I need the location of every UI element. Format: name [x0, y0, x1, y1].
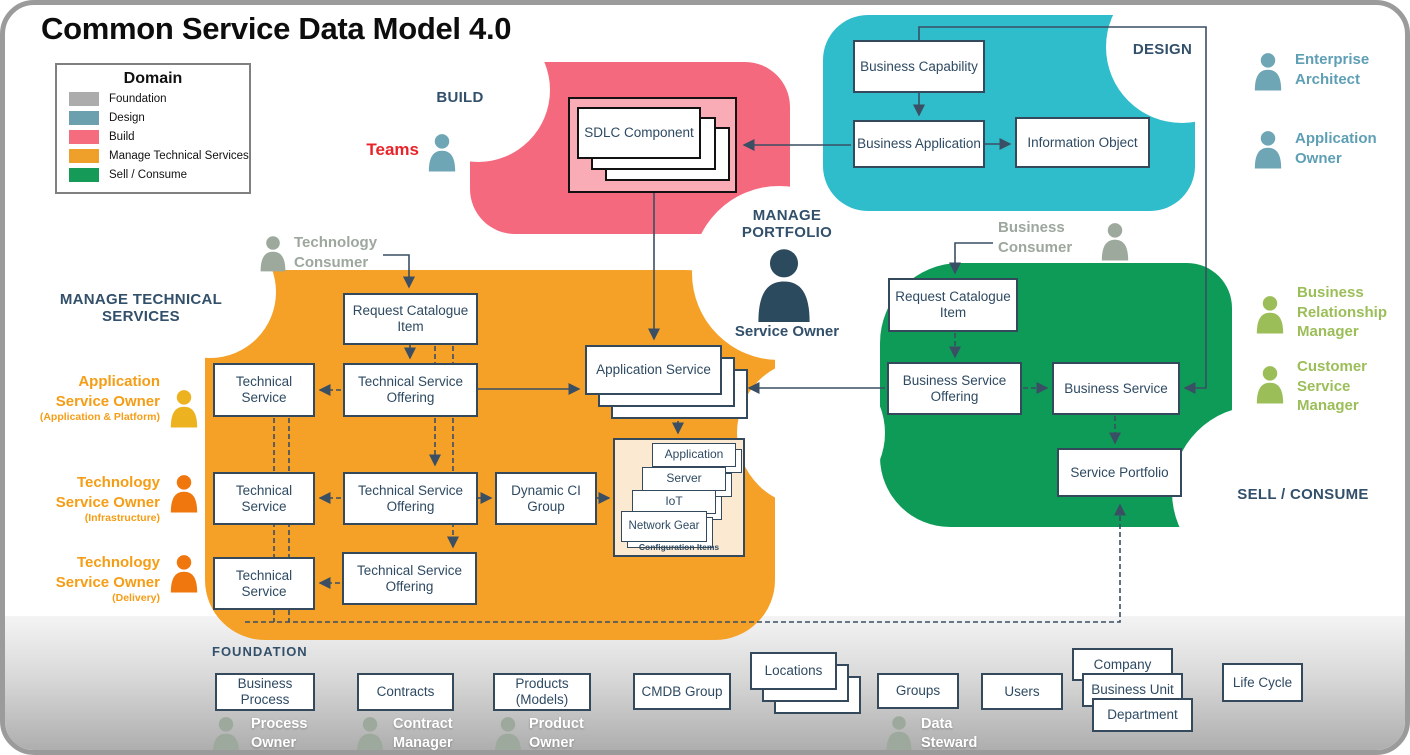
node-department: Department	[1092, 698, 1193, 732]
node-ci-application: Application	[652, 443, 736, 467]
label-manage-portfolio: MANAGE PORTFOLIO	[741, 207, 833, 241]
connectors	[245, 26, 1207, 623]
node-technical-service-offering-1: Technical Service Offering	[343, 363, 478, 417]
foundation-swatch	[69, 92, 99, 106]
connector-technical-services-to-service-portfolio	[245, 503, 1126, 623]
build-swatch	[69, 130, 99, 144]
label-teams: Teams	[366, 140, 419, 159]
label-technology-service-owner-infrastructure: Technology Service Owner(Infrastructure)	[55, 474, 160, 524]
mts-swatch	[69, 149, 99, 163]
configuration-items-caption: Configuration Items	[638, 542, 720, 552]
sell-consume-label-cutout	[1172, 406, 1344, 578]
product-owner-person-icon	[491, 713, 525, 750]
label-technology-consumer: Technology Consumer	[294, 234, 378, 271]
domain-legend: Domain Foundation Design Build Manage Te…	[55, 63, 251, 194]
legend-item-mts: Manage Technical Services	[57, 149, 249, 168]
node-contracts: Contracts	[357, 673, 454, 711]
node-technical-service-3: Technical Service	[213, 557, 315, 610]
node-life-cycle: Life Cycle	[1222, 663, 1303, 702]
label-contract-manager: Contract Manager	[393, 716, 453, 751]
service-owner-person-icon	[750, 246, 818, 322]
design-swatch	[69, 111, 99, 125]
label-process-owner: Process Owner	[251, 716, 308, 751]
mts-label-cutout	[144, 226, 276, 358]
application-service-owner-person-icon	[167, 385, 201, 431]
technology-service-owner-infrastructure-person-icon	[167, 470, 201, 516]
node-cmdb-group: CMDB Group	[633, 673, 731, 710]
page-title: Common Service Data Model 4.0	[41, 11, 512, 46]
label-sell-consume: SELL / CONSUME	[1237, 486, 1369, 503]
design-label-cutout	[1106, 5, 1258, 123]
label-manage-technical-services: MANAGE TECHNICAL SERVICES	[59, 291, 223, 325]
data-steward-person-icon	[883, 711, 915, 750]
customer-service-manager-person-icon	[1253, 362, 1287, 406]
process-owner-person-icon	[209, 713, 243, 750]
orange-green-gap-cutout	[737, 359, 885, 507]
node-locations: Locations	[750, 652, 837, 690]
node-business-service: Business Service	[1052, 362, 1180, 415]
node-technical-service-offering-3: Technical Service Offering	[342, 552, 477, 605]
sell-consume-swatch	[69, 168, 99, 182]
label-product-owner: Product Owner	[529, 716, 584, 751]
node-products-models: Products (Models)	[493, 673, 591, 711]
label-customer-service-manager: Customer Service Manager	[1297, 358, 1368, 414]
legend-item-sell-consume: Sell / Consume	[57, 168, 249, 187]
label-application-service-owner: Application Service Owner(Application & …	[39, 373, 160, 423]
node-information-object: Information Object	[1015, 117, 1150, 168]
node-users: Users	[981, 673, 1063, 710]
application-owner-person-icon	[1251, 127, 1285, 171]
label-design: DESIGN	[1132, 41, 1193, 58]
legend-item-design: Design	[57, 111, 249, 130]
teams-person-icon	[425, 130, 459, 174]
label-data-steward: Data Steward	[921, 716, 978, 751]
label-application-owner: Application Owner	[1295, 130, 1377, 167]
node-business-process: Business Process	[215, 673, 315, 711]
legend-title: Domain	[123, 70, 183, 87]
label-business-consumer: Business Consumer	[998, 219, 1073, 256]
label-build: BUILD	[436, 89, 484, 106]
label-enterprise-architect: Enterprise Architect	[1295, 51, 1370, 88]
node-dynamic-ci-group: Dynamic CI Group	[495, 472, 597, 525]
node-technical-service-2: Technical Service	[213, 472, 315, 525]
label-service-owner: Service Owner	[734, 323, 840, 340]
connector-technology-consumer-to-request-catalogue-item	[383, 254, 415, 289]
business-consumer-person-icon	[1098, 219, 1132, 263]
node-business-service-offering: Business Service Offering	[887, 362, 1022, 415]
node-ci-server: Server	[642, 467, 726, 491]
node-sdlc-component: SDLC Component	[577, 107, 701, 159]
connector-business-consumer-to-request-catalogue-item	[949, 242, 993, 275]
technology-consumer-person-icon	[257, 232, 289, 274]
node-request-catalogue-item-sell: Request Catalogue Item	[888, 278, 1018, 332]
node-ci-network-gear: Network Gear	[621, 511, 707, 542]
node-technical-service-offering-2: Technical Service Offering	[343, 472, 478, 525]
node-service-portfolio: Service Portfolio	[1057, 448, 1182, 497]
label-business-relationship-manager: Business Relationship Manager	[1297, 284, 1388, 340]
node-ci-iot: IoT	[632, 490, 716, 514]
legend-item-foundation: Foundation	[57, 92, 249, 111]
label-technology-service-owner-delivery: Technology Service Owner(Delivery)	[55, 554, 160, 604]
node-request-catalogue-item-mts: Request Catalogue Item	[343, 293, 478, 345]
contract-manager-person-icon	[353, 713, 387, 750]
technology-service-owner-delivery-person-icon	[167, 550, 201, 596]
connector-business-capability-to-business-service	[918, 26, 1207, 394]
node-technical-service-1: Technical Service	[213, 363, 315, 417]
build-label-cutout	[406, 18, 550, 162]
node-business-application: Business Application	[853, 120, 985, 168]
enterprise-architect-person-icon	[1251, 49, 1285, 93]
label-foundation: FOUNDATION	[212, 644, 308, 659]
node-application-service: Application Service	[585, 345, 722, 395]
legend-item-build: Build	[57, 130, 249, 149]
node-groups: Groups	[877, 673, 959, 709]
node-business-capability: Business Capability	[853, 40, 985, 93]
business-relationship-manager-person-icon	[1253, 292, 1287, 336]
